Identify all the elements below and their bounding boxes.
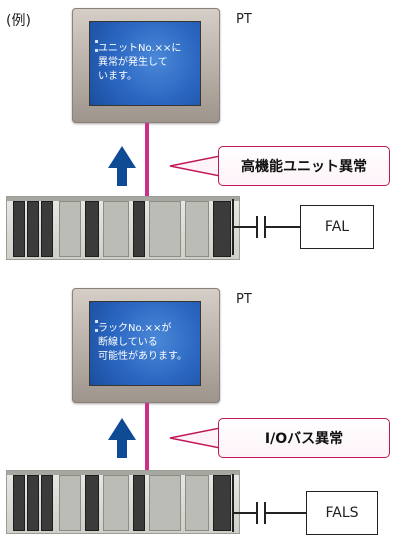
pt-label: PT [236,12,252,27]
communication-cable [145,123,149,233]
plc-rack [6,190,240,262]
ladder-wire [232,226,256,228]
pt-screen-message: ユニットNo.××に 異常が発生して います。 [98,43,182,82]
screen-indicator-dots [95,320,98,338]
screen-indicator-dots [95,40,98,58]
instruction-box: FAL [300,205,374,249]
pt-screen-message: ラックNo.××が 断線している 可能性があります。 [98,323,187,362]
pt-screen: ラックNo.××が 断線している 可能性があります。 [89,301,201,386]
pt-terminal: ラックNo.××が 断線している 可能性があります。 [72,288,220,403]
example-label: (例) [6,13,31,29]
contact-right [264,502,266,524]
ladder-wire [232,512,256,514]
pt-label: PT [236,292,252,307]
ladder-wire [266,512,306,514]
instruction-box: FALS [306,491,378,535]
error-callout-bubble: I/Oバス異常 [218,418,390,458]
up-arrow-icon [108,418,136,458]
error-callout-bubble: 高機能ユニット異常 [218,146,390,186]
communication-cable [145,403,149,515]
ladder-power-rail [232,474,234,532]
pt-screen: ユニットNo.××に 異常が発生して います。 [89,21,201,106]
up-arrow-icon [108,146,136,186]
plc-rack [6,464,240,536]
pt-terminal: ユニットNo.××に 異常が発生して います。 [72,8,220,123]
contact-right [264,216,266,238]
ladder-wire [266,226,300,228]
contact-left [256,502,258,524]
contact-left [256,216,258,238]
